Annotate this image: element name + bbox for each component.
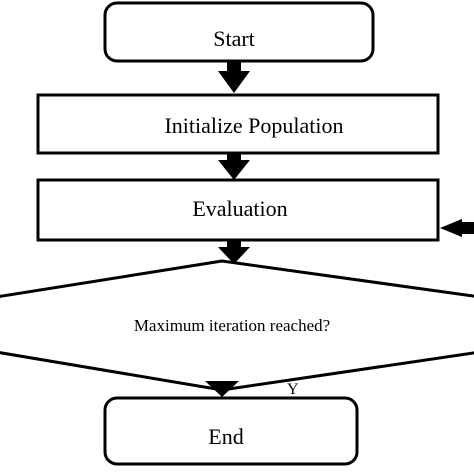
- arrow-shaft: [227, 240, 241, 248]
- arrow-shaft: [227, 61, 241, 73]
- arrow-shaft: [227, 153, 241, 161]
- arrow-head: [205, 381, 239, 397]
- loop-arrow-head: [440, 219, 462, 237]
- start-label: Start: [213, 26, 255, 51]
- end-label: End: [208, 424, 243, 449]
- arrow-head: [218, 247, 250, 264]
- init-node: Initialize Population: [36, 93, 440, 155]
- yes-label: Y: [287, 381, 299, 398]
- end-node: End: [103, 396, 359, 466]
- eval-node: Evaluation: [36, 178, 440, 242]
- loop-back-arrow: [440, 219, 474, 237]
- arrow-start-to-init: [218, 61, 250, 93]
- end-shape: [103, 396, 359, 466]
- arrow-head: [218, 160, 250, 180]
- eval-shape: [36, 178, 440, 242]
- arrow-head: [218, 71, 250, 93]
- arrow-eval-to-decision: [218, 240, 250, 264]
- loop-arrow-shaft: [460, 222, 474, 234]
- init-label: Initialize Population: [164, 113, 343, 138]
- arrow-decision-to-end: [205, 381, 239, 397]
- decision-node: Maximum iteration reached?: [0, 259, 474, 392]
- eval-label: Evaluation: [192, 196, 287, 221]
- init-shape: [36, 93, 440, 155]
- decision-label: Maximum iteration reached?: [134, 316, 330, 335]
- arrow-init-to-eval: [218, 153, 250, 180]
- start-node: Start: [103, 1, 375, 63]
